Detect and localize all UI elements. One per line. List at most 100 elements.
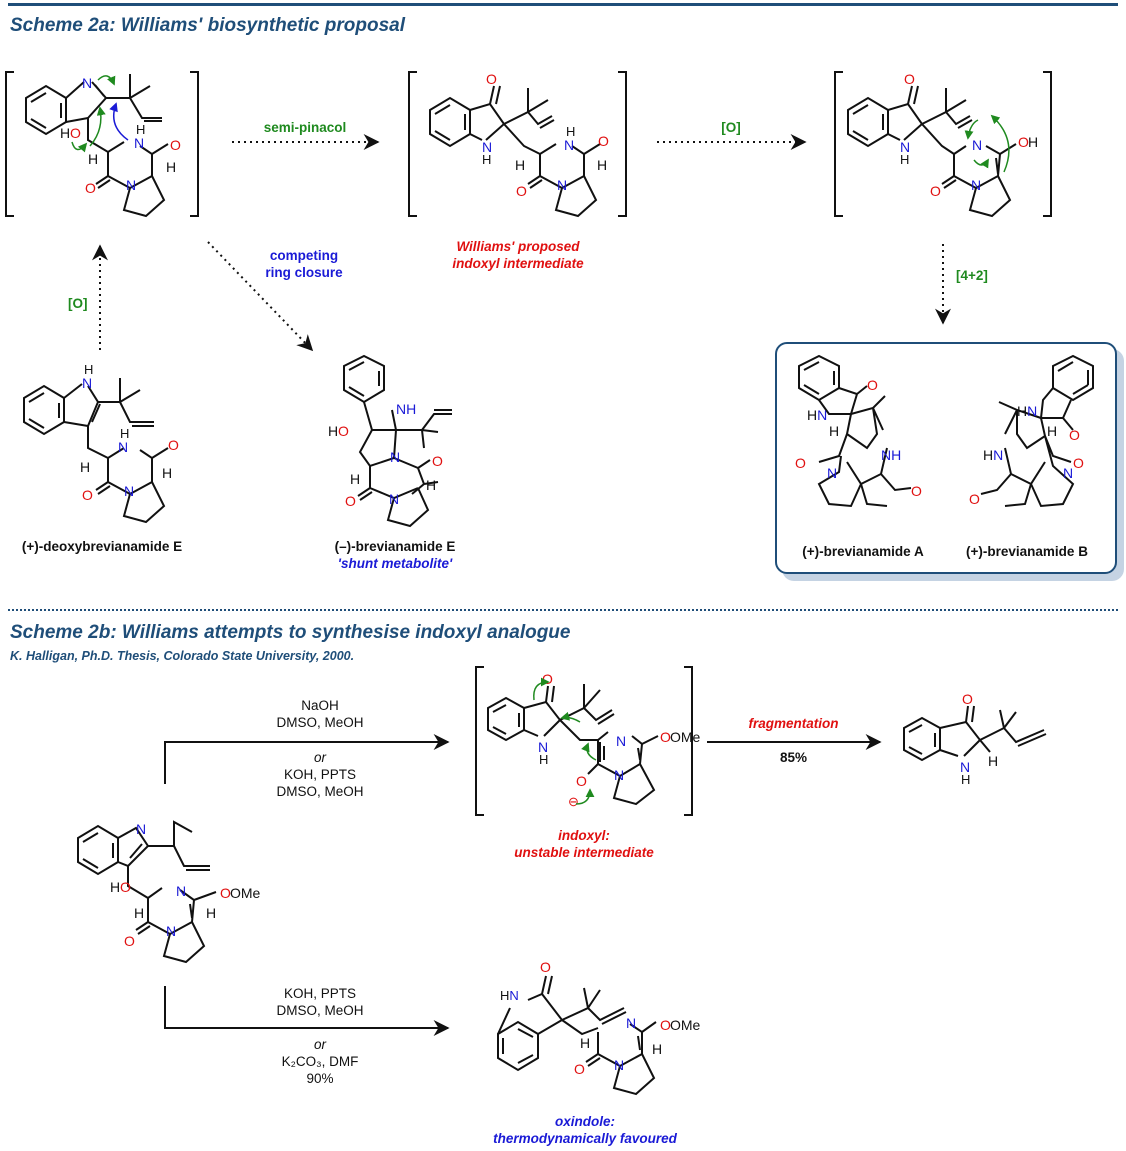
svg-text:O: O — [911, 483, 922, 499]
section-divider — [8, 609, 1118, 611]
svg-text:H: H — [829, 423, 839, 439]
svg-text:N: N — [900, 139, 910, 155]
svg-text:O: O — [1073, 455, 1084, 471]
svg-text:O: O — [120, 879, 131, 895]
competing-arrow — [207, 241, 314, 352]
svg-text:O: O — [660, 1017, 671, 1033]
lower-reaction-arrow — [164, 986, 450, 1036]
bracket-left-1 — [5, 71, 199, 217]
structure-indoxyl-anion — [487, 684, 659, 806]
fragmentation-yield: 85% — [779, 750, 808, 765]
upper-conditions-below: or KOH, PPTS DMSO, MeOH — [230, 749, 410, 800]
shunt-metabolite-note: 'shunt metabolite' — [337, 556, 453, 571]
upper-or: or — [313, 750, 326, 765]
svg-text:H: H — [120, 426, 129, 441]
svg-text:O: O — [345, 493, 356, 509]
svg-text:O: O — [795, 455, 806, 471]
svg-text:H: H — [166, 159, 176, 175]
upper-solvent-2: DMSO, MeOH — [276, 784, 364, 799]
svg-text:H: H — [162, 465, 172, 481]
ome-label-1: OMe — [670, 729, 701, 745]
svg-text:H: H — [1047, 423, 1057, 439]
scheme-2a-title: Scheme 2a: Williams' biosynthetic propos… — [10, 15, 406, 36]
upper-reagent-1: NaOH — [301, 698, 339, 713]
svg-text:H: H — [84, 362, 93, 377]
brevianamide-a-name: (+)-brevianamide A — [802, 544, 924, 559]
svg-text:N: N — [482, 139, 492, 155]
oxidation-label-top: [O] — [721, 120, 741, 135]
svg-text:O: O — [82, 487, 93, 503]
lower-conditions-below: or K₂CO₃, DMF 90% — [230, 1036, 410, 1087]
svg-text:H: H — [328, 423, 338, 439]
svg-text:N: N — [616, 733, 626, 749]
lower-solvent-1: DMSO, MeOH — [276, 1003, 364, 1018]
svg-text:N: N — [972, 137, 982, 153]
bracket-left-3 — [834, 71, 1052, 217]
svg-text:H: H — [652, 1041, 662, 1057]
brevianamide-e-name: (–)-brevianamide E — [334, 539, 456, 554]
svg-text:H: H — [80, 459, 90, 475]
svg-text:N: N — [614, 767, 624, 783]
lower-reagent-2: K₂CO₃, DMF — [281, 1054, 359, 1069]
upper-reaction-arrow — [164, 734, 450, 784]
svg-text:O: O — [930, 183, 941, 199]
svg-text:HN: HN — [500, 988, 519, 1003]
svg-text:O: O — [1018, 134, 1029, 150]
svg-text:H: H — [206, 905, 216, 921]
scheme-2b-title: Scheme 2b: Williams attempts to synthesi… — [10, 622, 571, 643]
svg-text:O: O — [168, 437, 179, 453]
svg-text:H: H — [134, 905, 144, 921]
fragmentation-label: fragmentation — [748, 716, 839, 731]
structure-indoxyl-intermediate — [429, 85, 601, 218]
competing-label-line1: competing — [269, 248, 339, 263]
indoxyl-caption-line2: indoxyl intermediate — [452, 256, 584, 271]
upper-solvent-1: DMSO, MeOH — [276, 715, 364, 730]
svg-text:O: O — [124, 933, 135, 949]
svg-text:N: N — [390, 449, 400, 465]
svg-text:H: H — [597, 157, 607, 173]
structure-brevianamide-e — [343, 354, 452, 528]
svg-text:HN: HN — [1017, 403, 1037, 419]
svg-text:O: O — [542, 671, 553, 687]
svg-text:O: O — [598, 133, 609, 149]
structure-brevianamide-a — [798, 354, 912, 508]
thesis-reference: K. Halligan, Ph.D. Thesis, Colorado Stat… — [10, 649, 355, 663]
svg-text:N: N — [557, 177, 567, 193]
svg-text:O: O — [962, 691, 973, 707]
svg-text:H: H — [566, 124, 575, 139]
svg-text:N: N — [538, 739, 548, 755]
svg-text:O: O — [486, 71, 497, 87]
lower-reagent-1: KOH, PPTS — [283, 986, 356, 1001]
svg-text:N: N — [564, 137, 574, 153]
svg-text:H: H — [482, 152, 491, 167]
structure-oxindole — [497, 975, 657, 1096]
svg-text:O: O — [576, 773, 587, 789]
svg-text:O: O — [904, 71, 915, 87]
indoxyl-caption-line1: Williams' proposed — [456, 239, 580, 254]
structure-starting-material — [77, 820, 217, 964]
lower-yield: 90% — [306, 1071, 334, 1086]
svg-text:N: N — [176, 883, 186, 899]
svg-text:O: O — [170, 137, 181, 153]
svg-text:O: O — [540, 959, 551, 975]
svg-text:H: H — [88, 151, 98, 167]
bracket-left-2 — [408, 71, 627, 217]
svg-text:HN: HN — [807, 407, 827, 423]
svg-text:N: N — [124, 483, 134, 499]
negative-charge: ⊖ — [568, 794, 579, 809]
svg-text:O: O — [574, 1061, 585, 1077]
upper-conditions-above: NaOH DMSO, MeOH — [230, 697, 410, 731]
svg-text:N: N — [134, 135, 144, 151]
upper-reagent-2: KOH, PPTS — [283, 767, 356, 782]
svg-text:N: N — [126, 177, 136, 193]
svg-text:N: N — [626, 1015, 636, 1031]
svg-text:O: O — [85, 180, 96, 196]
structure-fragment-product — [903, 705, 1047, 762]
svg-text:H: H — [110, 879, 120, 895]
oxindole-caption-line1: oxindole: — [555, 1114, 615, 1129]
svg-text:N: N — [827, 465, 837, 481]
svg-text:H: H — [1028, 134, 1038, 150]
svg-text:N: N — [166, 923, 176, 939]
svg-text:H: H — [515, 157, 525, 173]
